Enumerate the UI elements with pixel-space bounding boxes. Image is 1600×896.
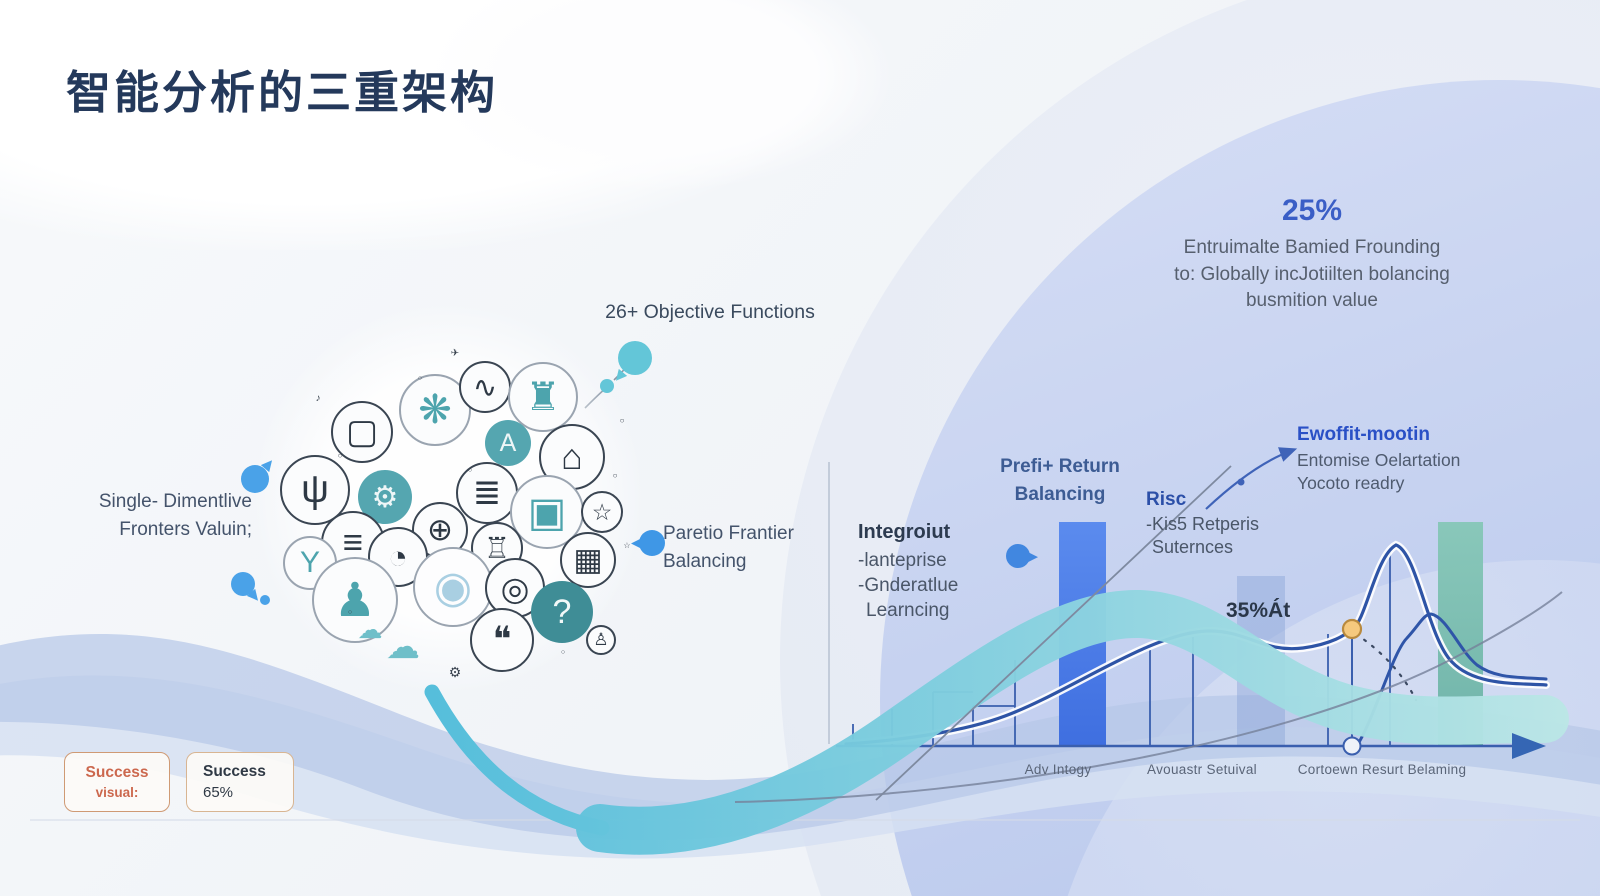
icon-ball: ▢❋∿♜ψ⚙A⌂≣▣☆≡⊕◔♖Y▦♟◉◎?❝☁☁⚙♙✈♪○○○○○○○☆ — [263, 313, 635, 685]
label-ewoffit-block: Ewoffit-mootin Entomise Oelartation Yoco… — [1297, 424, 1461, 493]
balloon-objective-small — [600, 379, 614, 393]
mini-circle-2: ○ — [467, 466, 473, 474]
person-icon: ♟ — [312, 557, 398, 643]
frontier-curve-line — [844, 543, 1548, 746]
optimal-point-marker — [1341, 618, 1363, 640]
dot-integrate — [1006, 544, 1030, 568]
gear-small-icon: ⚙ — [448, 663, 462, 680]
mini-circle-3: ○ — [612, 470, 618, 480]
label-single-dimension: Single- Dimentlive Fronters Valuin; — [98, 491, 252, 540]
dot-pareto — [639, 530, 665, 556]
success-65-badge: Success 65% — [186, 752, 294, 812]
stat-line: busmition value — [1245, 290, 1379, 311]
cloud-small-icon: ☁ — [357, 616, 383, 644]
question-icon: ? — [531, 581, 593, 643]
globe-icon: ◉ — [413, 547, 493, 627]
balloon-objective — [618, 341, 652, 375]
page-title: 智能分析的三重架构 — [66, 66, 499, 119]
wave-band-light — [0, 675, 1600, 859]
stat-block: 25% Entruimalte Bamied Frounding to: Glo… — [1112, 194, 1512, 315]
label-profit-return: Prefi+ Return Balancing — [1000, 456, 1120, 505]
dot-single-bottom — [231, 572, 255, 596]
castle-icon: ♜ — [508, 362, 578, 432]
person-small-icon: ♙ — [586, 625, 616, 655]
dot-single-top — [241, 465, 269, 493]
title-cloud-2 — [430, 0, 890, 190]
diagonal-trend-line — [875, 465, 1232, 801]
chart-annotation: 35%Át — [1226, 599, 1291, 622]
wave-band-periwinkle — [0, 634, 1600, 841]
curved-arrow — [1205, 447, 1298, 510]
letter-a-icon: A — [485, 420, 531, 466]
mini-circle-1: ○ — [337, 450, 343, 460]
label-risk-block: Risc -Kis5 Retperis Suternces — [1146, 489, 1260, 557]
axis-notch — [1342, 736, 1362, 756]
success-visual-badge: Success visual: — [64, 752, 170, 812]
stat-line: to: Globally incJotiilten bolancing — [1174, 263, 1450, 285]
wave-icon: ∿ — [459, 361, 511, 413]
monitor-icon: ▢ — [331, 401, 393, 463]
mini-circle-5: ○ — [560, 648, 566, 656]
dot-single-bottom-small — [260, 595, 270, 605]
x-axis-arrowhead — [1512, 733, 1546, 759]
arrow-dot — [1237, 478, 1245, 486]
label-objective-functions: 26+ Objective Functions — [605, 301, 815, 323]
gray-curve — [734, 591, 1563, 803]
mini-circle-4: ○ — [347, 608, 353, 616]
axis-label-1: Adv Intogy — [1024, 762, 1092, 777]
gear-icon: ⚙ — [358, 470, 412, 524]
ribbon-tail — [424, 684, 610, 836]
mini-star-icon: ☆ — [623, 540, 631, 550]
axis-label-2: Avouastr Setuival — [1147, 762, 1257, 777]
report-icon: ≣ — [456, 462, 518, 524]
axis-label-3: Cortoewn Resurt Belaming — [1297, 762, 1467, 777]
music-note-icon: ♪ — [315, 392, 321, 404]
label-risk-head: Risc — [1146, 489, 1187, 510]
speech-bubble-icon: ❝ — [470, 608, 534, 672]
puzzle-icon: ❋ — [399, 374, 471, 446]
stat-value: 25% — [1281, 194, 1343, 227]
basket-icon: ▦ — [560, 532, 616, 588]
secondary-curve — [1356, 612, 1548, 746]
label-ewoffit-head: Ewoffit-mootin — [1297, 424, 1430, 445]
star-icon: ☆ — [581, 491, 623, 533]
label-pareto-frontier: Paretio Frantier Balancing — [663, 523, 794, 572]
label-integrate-block: Integroiut -lanteprise -Gnderatlue Learn… — [858, 521, 959, 621]
mini-circle-7: ○ — [417, 374, 423, 382]
label-integrate-head: Integroiut — [858, 521, 951, 543]
cloud-icon: ☁ — [386, 628, 420, 666]
ribbon-wave — [576, 589, 1569, 855]
mini-circle-6: ○ — [619, 415, 625, 425]
dashed-projection — [1354, 632, 1418, 702]
stat-line: Entruimalte Bamied Frounding — [1183, 237, 1441, 258]
plane-icon: ✈ — [450, 347, 460, 359]
